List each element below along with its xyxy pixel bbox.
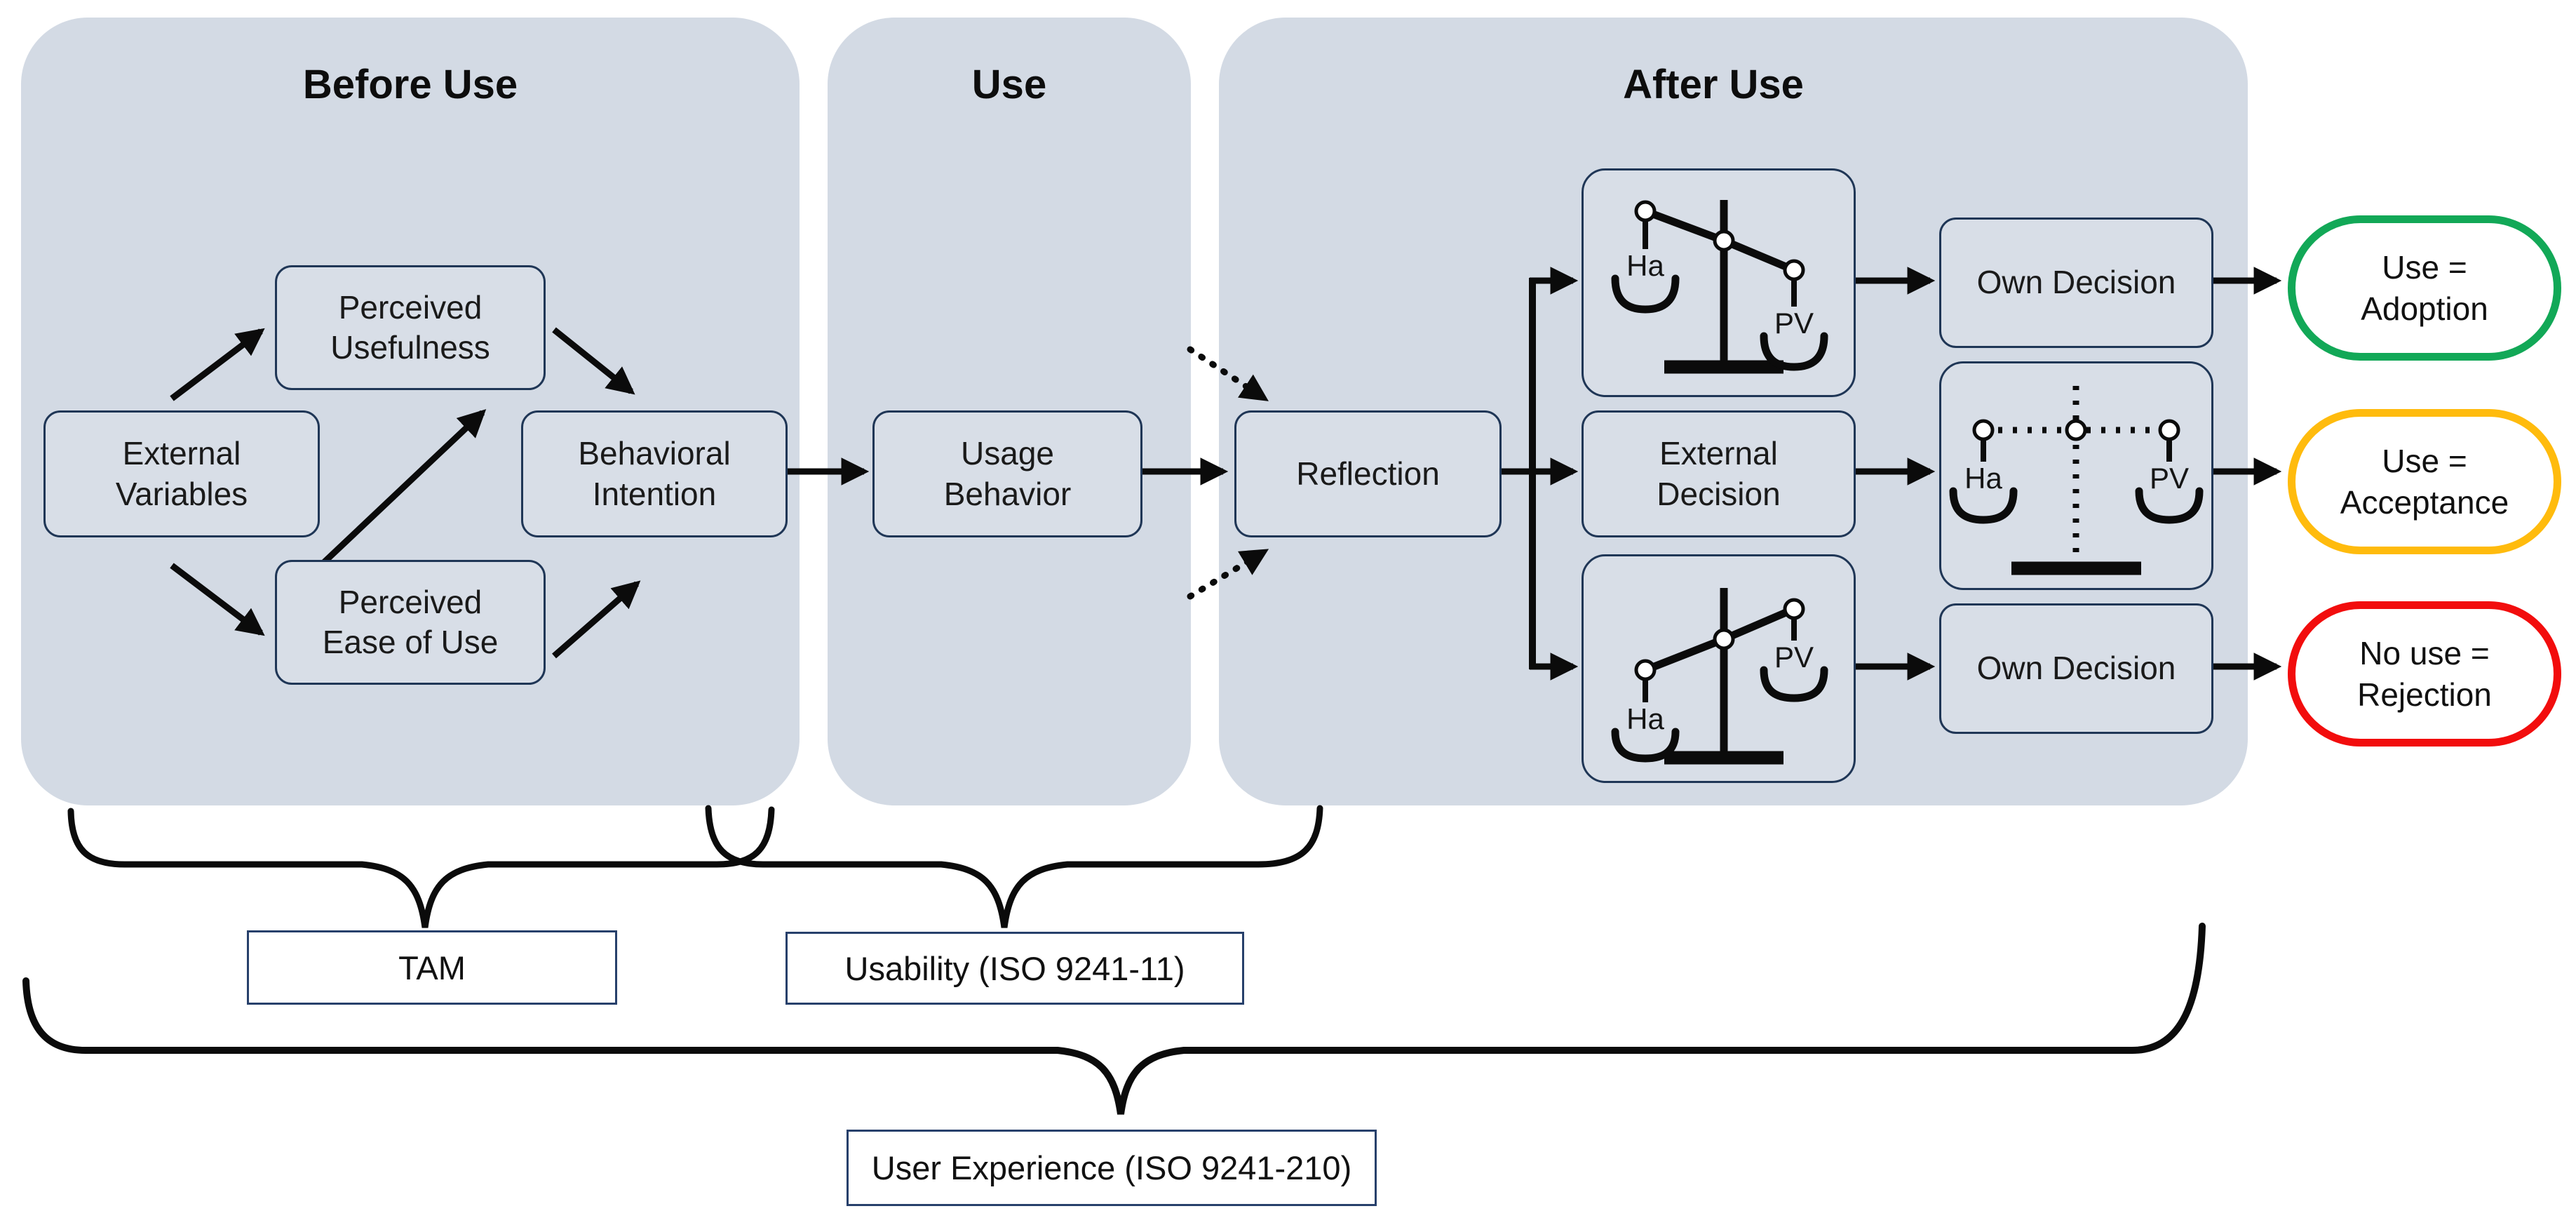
outcome-rejection: No use = Rejection — [2288, 601, 2561, 747]
balance-scale-pv-down-icon: Ha PV — [1611, 200, 1828, 374]
balance-scale-balanced-icon: Ha PV — [1949, 386, 2204, 575]
scale-pv-heavier-box: Ha PV — [1582, 168, 1856, 397]
node-usage-behavior: Usage Behavior — [872, 410, 1142, 537]
arrow-peou-to-pu — [316, 409, 487, 570]
outcome-adoption: Use = Adoption — [2288, 215, 2561, 361]
arrow-ev-to-pu — [170, 328, 265, 401]
pan-label-ha: Ha — [1964, 462, 2002, 495]
node-external-decision: External Decision — [1582, 410, 1856, 537]
label-tam: TAM — [247, 930, 617, 1005]
brace-usability — [705, 805, 1323, 928]
label-usability: Usability (ISO 9241-11) — [785, 932, 1244, 1005]
node-own-decision-top: Own Decision — [1939, 218, 2213, 348]
brace-tam — [67, 806, 775, 928]
node-external-variables: External Variables — [43, 410, 320, 537]
node-perceived-ease-of-use: Perceived Ease of Use — [275, 560, 546, 685]
scale-ha-heavier-box: Ha PV — [1582, 554, 1856, 783]
node-reflection: Reflection — [1234, 410, 1502, 537]
scale-balanced-box: Ha PV — [1939, 361, 2213, 590]
pan-label-pv: PV — [1774, 641, 1814, 674]
pan-label-ha: Ha — [1626, 249, 1664, 282]
brace-user-experience — [22, 923, 2206, 1115]
arrow-peou-to-bi — [552, 580, 641, 659]
arrow-pu-to-bi — [552, 327, 635, 395]
panel-title-after-use: After Use — [1623, 62, 1804, 107]
node-perceived-usefulness: Perceived Usefulness — [275, 265, 546, 390]
pan-label-ha: Ha — [1626, 702, 1664, 735]
dotted-arrow-lower-to-reflection — [1187, 548, 1269, 600]
dotted-arrow-upper-to-reflection — [1187, 346, 1269, 402]
pan-label-pv: PV — [1774, 307, 1814, 340]
panel-title-before-use: Before Use — [302, 62, 518, 107]
pan-label-pv: PV — [2150, 462, 2189, 495]
arrow-ev-to-peou — [170, 563, 265, 636]
label-user-experience: User Experience (ISO 9241-210) — [847, 1130, 1377, 1206]
balance-scale-ha-down-icon: Ha PV — [1611, 588, 1828, 765]
outcome-acceptance: Use = Acceptance — [2288, 409, 2561, 554]
node-own-decision-bottom: Own Decision — [1939, 603, 2213, 734]
panel-title-use: Use — [971, 62, 1047, 107]
node-behavioral-intention: Behavioral Intention — [521, 410, 788, 537]
